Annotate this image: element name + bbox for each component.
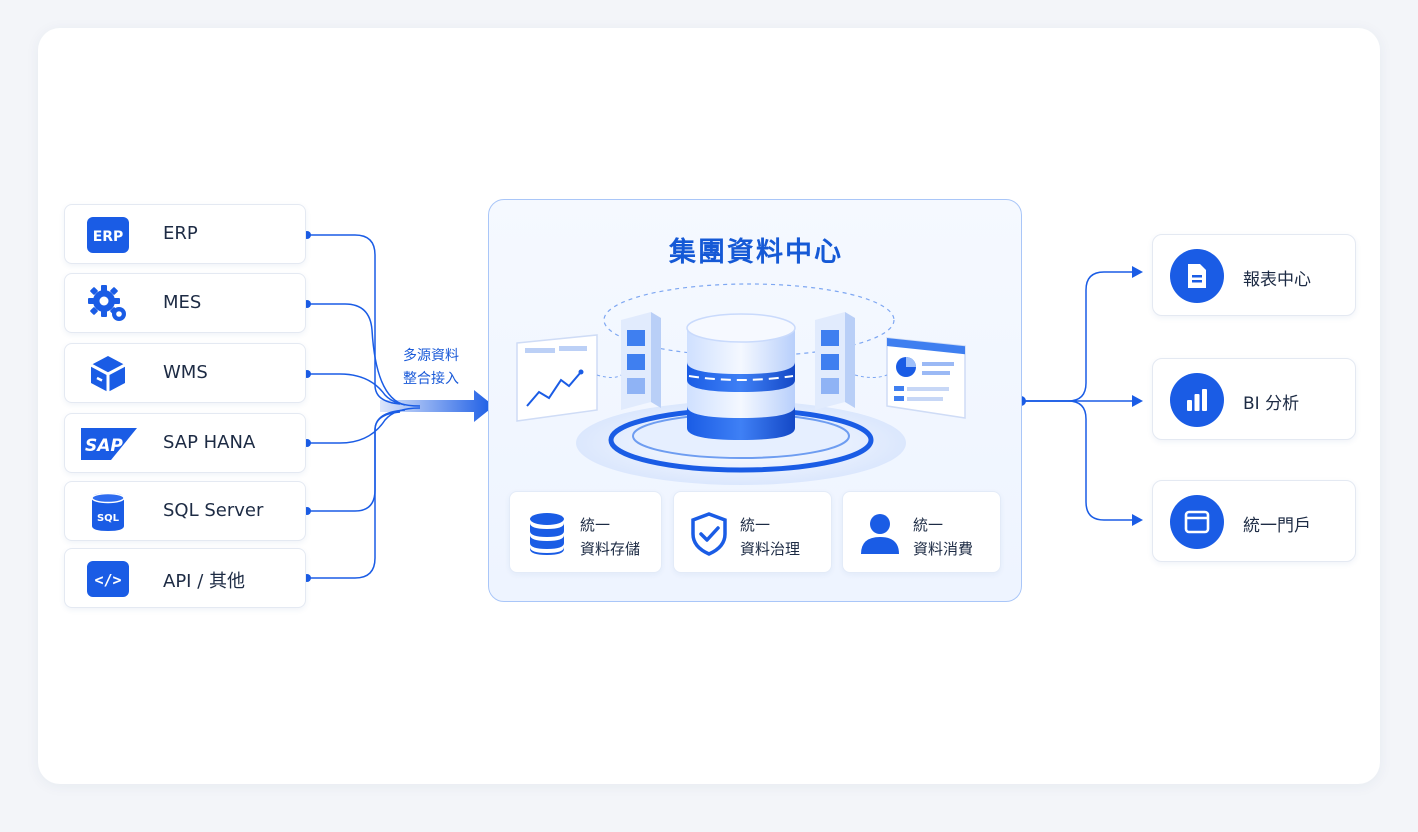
- capability-text: 統一資料消費: [913, 516, 974, 558]
- flow-label-line2: 整合接入: [403, 371, 459, 387]
- svg-text:SQL: SQL: [97, 513, 120, 524]
- code-icon: </>: [87, 559, 129, 599]
- user-icon: [859, 512, 901, 556]
- warehouse-box-icon: [87, 354, 129, 394]
- source-card-sql-server[interactable]: SQL SQL Server: [64, 481, 306, 541]
- database-stack-icon: [526, 512, 568, 556]
- svg-text:SAP: SAP: [85, 436, 123, 456]
- capability-governance[interactable]: 統一資料治理: [673, 491, 832, 573]
- svg-text:</>: </>: [94, 571, 121, 589]
- output-card-bi[interactable]: BI 分析: [1152, 358, 1356, 440]
- sap-logo-icon: SAP: [81, 424, 137, 464]
- source-label: SQL Server: [163, 500, 264, 521]
- shield-check-icon: [688, 512, 730, 556]
- flow-label-line1: 多源資料: [403, 348, 459, 364]
- bar-chart-icon: [1170, 373, 1224, 427]
- capability-text: 統一資料治理: [740, 516, 801, 558]
- capability-text: 統一資料存儲: [580, 516, 641, 558]
- output-label: BI 分析: [1243, 394, 1300, 414]
- erp-badge-icon: ERP: [87, 215, 129, 255]
- source-card-mes[interactable]: MES: [64, 273, 306, 333]
- database-icon: SQL: [87, 492, 129, 532]
- source-card-erp[interactable]: ERP ERP: [64, 204, 306, 264]
- source-label: WMS: [163, 362, 208, 383]
- source-card-sap-hana[interactable]: SAP SAP HANA: [64, 413, 306, 473]
- capability-consumption[interactable]: 統一資料消費: [842, 491, 1001, 573]
- output-card-portal[interactable]: 統一門戶: [1152, 480, 1356, 562]
- source-label: API / 其他: [163, 571, 245, 592]
- svg-text:ERP: ERP: [93, 229, 124, 245]
- source-label: ERP: [163, 223, 198, 244]
- flow-label: 多源資料 整合接入: [394, 345, 468, 391]
- capability-storage[interactable]: 統一資料存儲: [509, 491, 662, 573]
- gears-icon: [87, 284, 129, 324]
- document-icon: [1170, 249, 1224, 303]
- data-center-illustration: [516, 283, 966, 485]
- source-card-wms[interactable]: WMS: [64, 343, 306, 403]
- browser-window-icon: [1170, 495, 1224, 549]
- data-center-hub: 集團資料中心: [488, 199, 1022, 602]
- hub-title: 集團資料中心: [669, 237, 843, 268]
- source-label: MES: [163, 292, 202, 313]
- output-label: 報表中心: [1243, 270, 1311, 290]
- source-card-api[interactable]: </> API / 其他: [64, 548, 306, 608]
- source-label: SAP HANA: [163, 432, 256, 453]
- output-label: 統一門戶: [1243, 516, 1311, 536]
- output-card-reports[interactable]: 報表中心: [1152, 234, 1356, 316]
